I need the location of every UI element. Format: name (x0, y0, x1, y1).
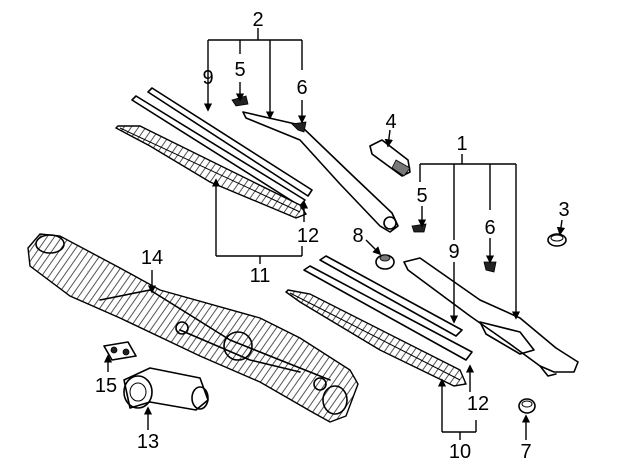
callout-7: 7 (520, 441, 531, 463)
callout-9-lower: 9 (448, 241, 459, 263)
pivot-nut (375, 254, 395, 270)
callout-14: 14 (141, 247, 163, 269)
callout-13: 13 (137, 431, 159, 453)
cap-3 (547, 233, 567, 247)
callout-15: 15 (95, 375, 117, 397)
callout-8: 8 (352, 225, 363, 247)
callout-5-lower: 5 (416, 185, 427, 207)
wiper-motor (123, 367, 209, 411)
callout-6-lower: 6 (484, 217, 495, 239)
callout-9-upper: 9 (202, 67, 213, 89)
leader-lines (103, 28, 566, 440)
cap-7 (518, 398, 536, 414)
pivot-cap (369, 139, 411, 177)
wiper-linkage (27, 233, 359, 423)
callout-4: 4 (385, 111, 396, 133)
mount-bracket (103, 341, 137, 361)
callout-12-lower: 12 (467, 393, 489, 415)
callout-10: 10 (449, 441, 471, 463)
callout-12-upper: 12 (297, 225, 319, 247)
callout-11: 11 (250, 265, 271, 287)
callout-2: 2 (252, 9, 263, 31)
callout-1: 1 (456, 133, 467, 155)
callout-6-upper: 6 (296, 77, 307, 99)
callout-3: 3 (558, 199, 569, 221)
callout-5-upper: 5 (234, 59, 245, 81)
upper-wiper-blade-assembly (114, 87, 399, 233)
